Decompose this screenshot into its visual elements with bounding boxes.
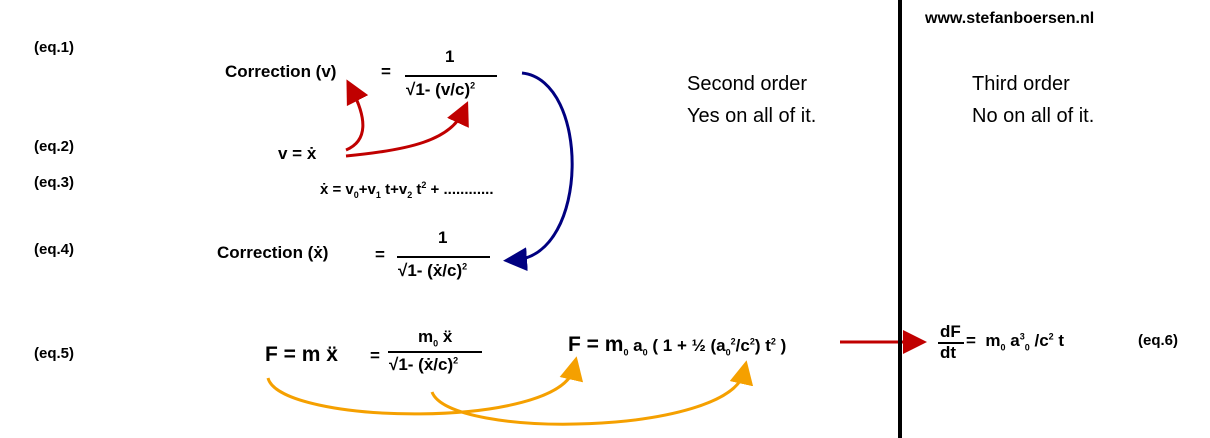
eq1-lhs: Correction (v) [225,62,337,81]
label-eq3: (eq.3) [34,174,75,191]
eq4-fraction-line [397,256,490,258]
second-order-title: Second order [687,73,808,95]
eq6-denominator: dt [940,343,957,362]
eq6-fraction-line [938,342,964,344]
label-eq4: (eq.4) [34,241,75,258]
eq5-numerator: m0 ẍ [418,327,453,349]
red-arrow-to-v [345,79,369,152]
blue-arrow [503,71,574,272]
eq1-fraction-line [405,75,497,77]
third-order-title: Third order [972,73,1070,95]
eq6-numerator: dF [940,322,961,341]
orange-arrow-1 [266,356,584,416]
second-order-body: Yes on all of it. [687,105,817,127]
eq5-fraction-line [388,351,482,353]
eq4-lhs: Correction (ẋ) [217,243,329,262]
red-arrow-to-denominator [345,101,469,158]
eq1-equals: = [381,62,391,81]
orange-arrow-2 [430,360,754,426]
eq5-denominator: √1- (ẋ/c)2 [389,355,459,374]
eq3: ẋ = v0+v1 t+v2 t2 + ............ [320,180,494,200]
site-url: www.stefanboersen.nl [925,10,1095,27]
eq4-denominator: √1- (ẋ/c)2 [398,261,468,280]
eq1-denominator: √1- (v/c)2 [406,80,476,99]
label-eq5: (eq.5) [34,345,75,362]
eq1-numerator: 1 [445,47,455,66]
label-eq2: (eq.2) [34,138,75,155]
label-eq6: (eq.6) [1138,332,1179,349]
eq4-equals: = [375,245,385,264]
eq5-equals: = [370,346,380,365]
eq6-rhs: = m0 a30 /c2 t [966,331,1065,353]
eq5-result: F = m0 a0 ( 1 + ½ (a02/c2) t2 ) [568,333,787,358]
label-eq1: (eq.1) [34,39,75,56]
eq4-numerator: 1 [438,228,448,247]
divider [898,0,902,438]
third-order-body: No on all of it. [972,105,1095,127]
eq2: v = ẋ [278,144,317,163]
eq5-lhs: F = m ẍ [265,343,338,366]
